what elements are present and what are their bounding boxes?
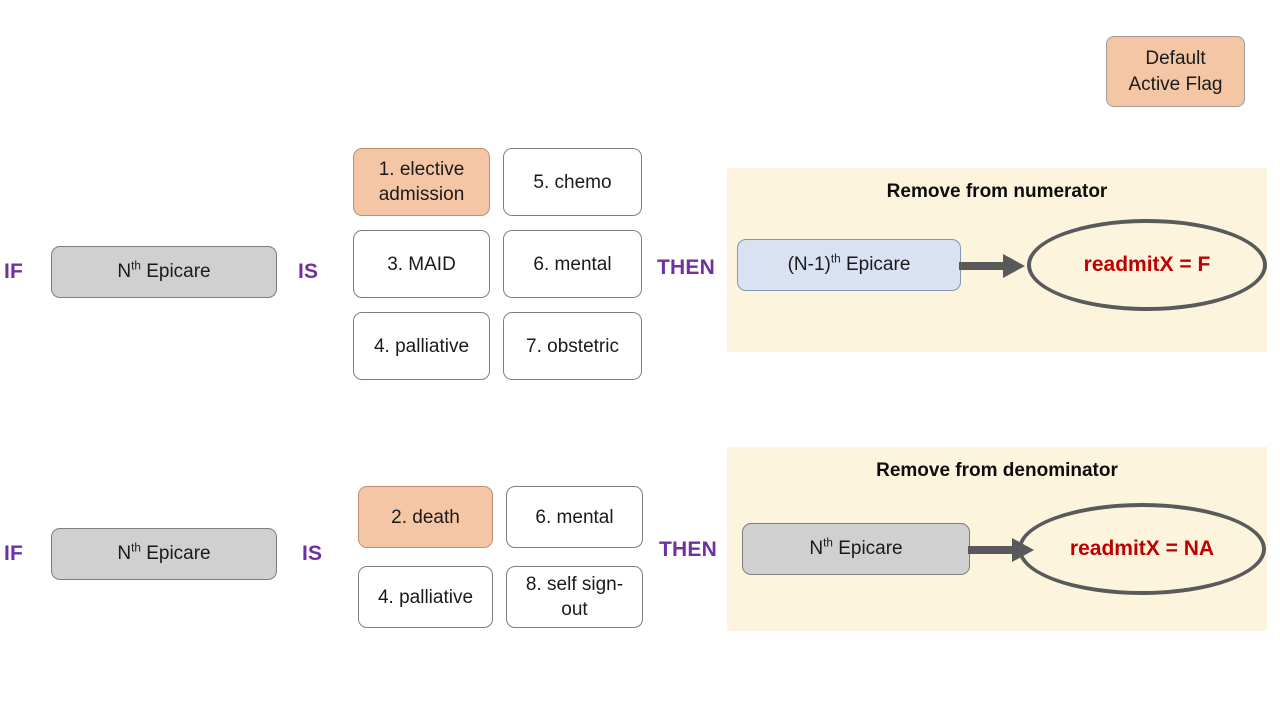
rule-1-option-7[interactable]: 7. obstetric: [503, 312, 642, 380]
rule-1-outcome-node-label: (N-1)th Epicare: [787, 252, 911, 275]
rule-2-then-keyword: THEN: [659, 538, 717, 561]
rule-1-result-label: readmitX = F: [1083, 253, 1211, 276]
rule-2-if-keyword: IF: [4, 542, 24, 565]
default-active-flag-legend: Default Active Flag: [1106, 36, 1245, 107]
rule-1-arrow-icon: [959, 254, 1025, 278]
rule-2-option-8[interactable]: 8. self sign-out: [506, 566, 643, 628]
rule-1-option-4-label: 4. palliative: [373, 335, 470, 357]
rule-1-option-3[interactable]: 3. MAID: [353, 230, 490, 298]
rule-2-result-label: readmitX = NA: [1069, 537, 1215, 560]
rule-2-outcome-node: Nth Epicare: [742, 523, 970, 575]
rule-2-option-8-label: 8. self sign-out: [525, 574, 624, 620]
rule-2-option-6-label: 6. mental: [535, 506, 614, 528]
rule-2-option-4[interactable]: 4. palliative: [358, 566, 493, 628]
rule-1-then-keyword: THEN: [657, 256, 715, 279]
rule-1-result-ellipse: readmitX = F: [1027, 219, 1267, 311]
rule-2-arrow-icon: [968, 538, 1034, 562]
rule-1-is-keyword: IS: [298, 260, 319, 283]
rule-1-subject-label: Nth Epicare: [117, 259, 211, 282]
rule-1-option-6[interactable]: 6. mental: [503, 230, 642, 298]
rule-1-outcome-title: Remove from numerator: [886, 181, 1108, 202]
rule-2-result-ellipse: readmitX = NA: [1018, 503, 1266, 595]
rule-2-outcome-title: Remove from denominator: [876, 460, 1118, 481]
rule-2-option-6[interactable]: 6. mental: [506, 486, 643, 548]
rule-1-option-4[interactable]: 4. palliative: [353, 312, 490, 380]
rule-1-option-1[interactable]: 1. elective admission: [353, 148, 490, 216]
rule-2-subject-label: Nth Epicare: [117, 541, 211, 564]
rule-1-if-keyword: IF: [4, 260, 24, 283]
rule-2-option-4-label: 4. palliative: [377, 586, 474, 608]
rule-1-option-7-label: 7. obstetric: [526, 335, 619, 357]
rule-2-is-keyword: IS: [302, 542, 323, 565]
rule-2-subject-box: Nth Epicare: [51, 528, 277, 580]
rule-1-option-5-label: 5. chemo: [533, 171, 612, 193]
rule-1-subject-box: Nth Epicare: [51, 246, 277, 298]
rule-2-option-2-label: 2. death: [391, 506, 460, 528]
rule-2-option-2[interactable]: 2. death: [358, 486, 493, 548]
rule-2-outcome-node-label: Nth Epicare: [809, 536, 903, 559]
rule-1-outcome-node: (N-1)th Epicare: [737, 239, 961, 291]
rule-1-option-6-label: 6. mental: [533, 253, 612, 275]
legend-line-2: Active Flag: [1128, 73, 1223, 95]
legend-line-1: Default: [1145, 47, 1206, 69]
rule-1-option-3-label: 3. MAID: [387, 253, 456, 275]
rule-1-option-5[interactable]: 5. chemo: [503, 148, 642, 216]
rule-1-option-1-label: 1. elective admission: [378, 159, 465, 205]
